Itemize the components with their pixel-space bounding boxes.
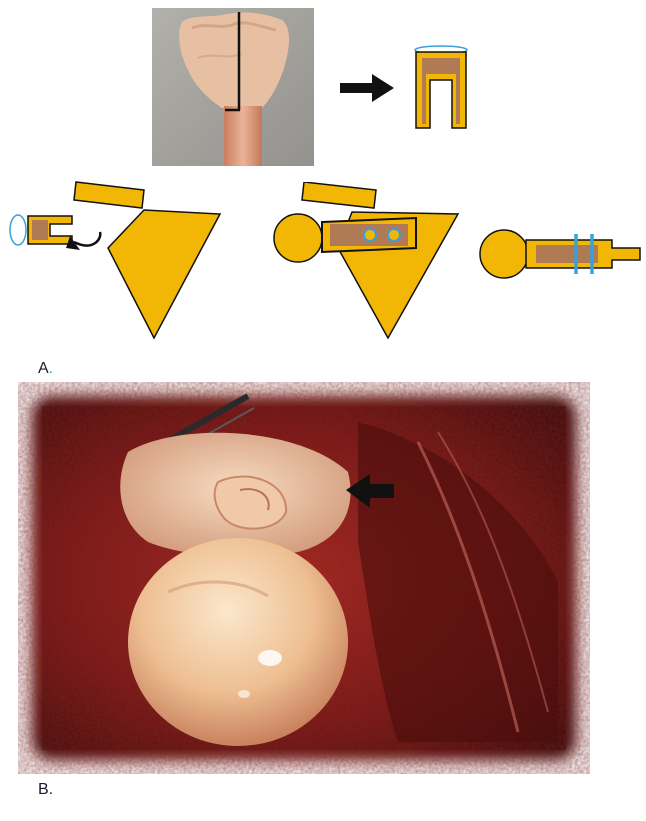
curved-arrow-icon (74, 232, 100, 246)
panel-a-label: A. (38, 360, 53, 378)
step1-diagram (4, 178, 224, 342)
surgical-photo (18, 382, 590, 774)
panel-b-label: B. (38, 781, 53, 799)
bone-specimen-photo (152, 8, 314, 166)
u-graft-diagram (410, 40, 472, 130)
step3-diagram (476, 226, 642, 282)
step2-diagram (268, 182, 464, 342)
panel-a-letter: A (38, 360, 49, 377)
panel-a-dot: . (49, 360, 53, 377)
arrow-right-icon (340, 74, 394, 102)
